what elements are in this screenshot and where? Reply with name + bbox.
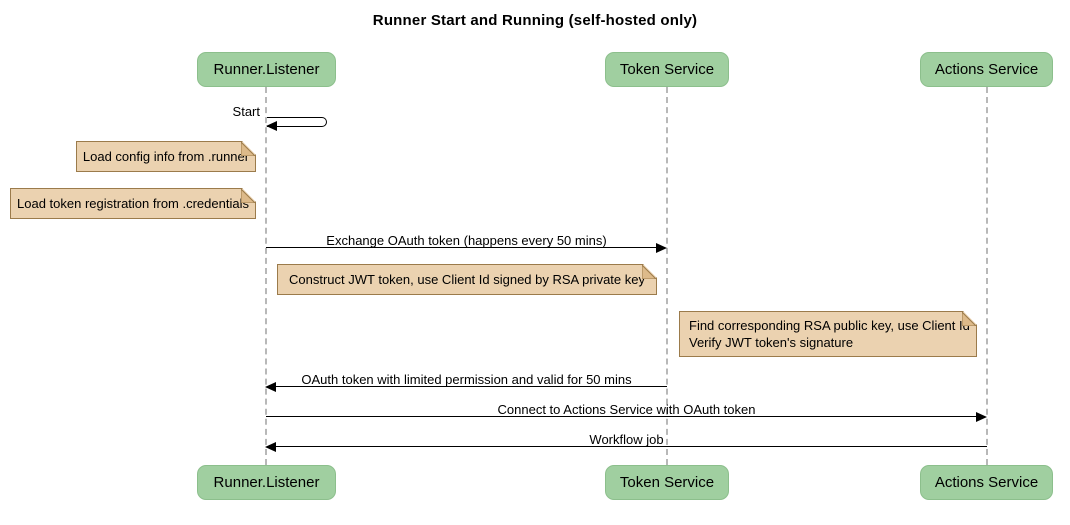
lifeline-actions-service (986, 87, 988, 465)
participant-bottom-token-service: Token Service (605, 465, 729, 500)
participant-top-runner-listener: Runner.Listener (197, 52, 336, 87)
message-line (275, 386, 667, 387)
participant-bottom-actions-service: Actions Service (920, 465, 1053, 500)
participant-label: Actions Service (934, 474, 1039, 491)
participant-label: Token Service (619, 474, 715, 491)
self-message-loop (267, 117, 327, 127)
participant-top-actions-service: Actions Service (920, 52, 1053, 87)
note-fold-icon (642, 265, 656, 279)
participant-label: Runner.Listener (213, 474, 320, 491)
note-fold-icon (241, 142, 255, 156)
diagram-title: Runner Start and Running (self-hosted on… (372, 12, 698, 29)
note-text: Load token registration from .credential… (17, 196, 249, 211)
lifeline-runner-listener (265, 87, 267, 465)
note-load-config: Load config info from .runner (76, 141, 256, 172)
note-fold-icon (962, 312, 976, 326)
arrowhead-right-icon (656, 243, 667, 253)
note-fold-icon (241, 189, 255, 203)
note-text: Construct JWT token, use Client Id signe… (289, 272, 645, 287)
message-connect-label: Connect to Actions Service with OAuth to… (497, 402, 756, 417)
note-construct-jwt: Construct JWT token, use Client Id signe… (277, 264, 657, 295)
message-line (266, 247, 658, 248)
message-workflow-job-label: Workflow job (589, 432, 664, 447)
participant-label: Token Service (619, 61, 715, 78)
note-load-credentials: Load token registration from .credential… (10, 188, 256, 219)
message-line (266, 416, 978, 417)
note-text: Find corresponding RSA public key, use C… (689, 318, 970, 333)
arrowhead-right-icon (976, 412, 987, 422)
note-text: Verify JWT token's signature (689, 335, 854, 350)
message-start-label: Start (232, 104, 260, 119)
note-verify-jwt: Find corresponding RSA public key, use C… (679, 311, 977, 357)
message-exchange-oauth-label: Exchange OAuth token (happens every 50 m… (326, 233, 607, 248)
arrowhead-left-icon (266, 121, 277, 131)
arrowhead-left-icon (265, 382, 276, 392)
participant-top-token-service: Token Service (605, 52, 729, 87)
participant-bottom-runner-listener: Runner.Listener (197, 465, 336, 500)
note-text: Load config info from .runner (82, 149, 250, 164)
lifeline-token-service (666, 87, 668, 465)
arrowhead-left-icon (265, 442, 276, 452)
message-line (275, 446, 987, 447)
participant-label: Actions Service (934, 61, 1039, 78)
participant-label: Runner.Listener (213, 61, 320, 78)
message-oauth-return-label: OAuth token with limited permission and … (301, 372, 632, 387)
